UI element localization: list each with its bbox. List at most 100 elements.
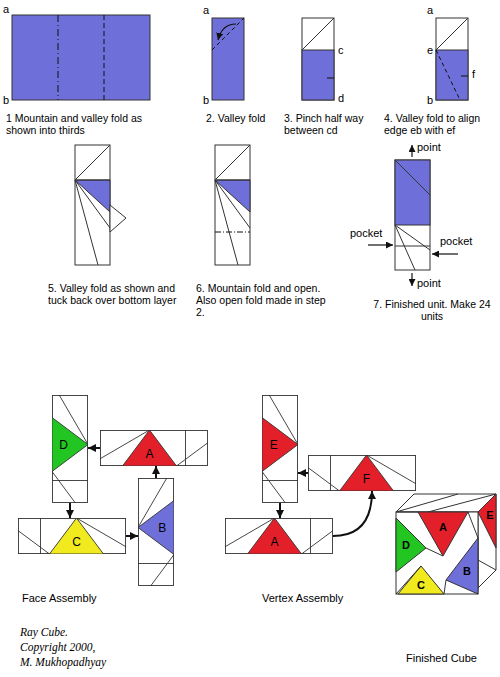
- unit-shape: [59, 395, 88, 445]
- unit-shape: [262, 480, 298, 481]
- step-caption: 7. Finished unit. Make 24 units: [372, 298, 492, 322]
- unit-shape: [302, 531, 334, 554]
- copyright-line: Ray Cube.: [20, 626, 68, 639]
- unit-shape: [262, 418, 298, 472]
- step-caption: 5. Valley fold as shown and tuck back ov…: [48, 282, 180, 306]
- unit-shape: [308, 455, 416, 491]
- finished-cube: [478, 560, 496, 570]
- cube-letter: B: [463, 566, 471, 577]
- step-6-strip: [215, 180, 250, 212]
- step-4-strip: [436, 18, 468, 100]
- finished-unit: [411, 273, 412, 286]
- step-3-strip: [302, 18, 334, 50]
- unit-shape: [50, 518, 104, 554]
- unit-shape: [225, 518, 275, 547]
- step-6-strip: [215, 145, 250, 265]
- finished-unit: [395, 160, 430, 270]
- unit-shape: [52, 395, 88, 503]
- finished-cube: [426, 548, 443, 556]
- cube-title: Finished Cube: [406, 652, 477, 665]
- unit-shape: [138, 501, 174, 555]
- step-caption: 1 Mountain and valley fold as shown into…: [6, 112, 156, 136]
- step-4-strip: [436, 18, 468, 50]
- pocket-label: pocket: [350, 227, 382, 240]
- unit-shape: [18, 518, 125, 553]
- cube-letter: A: [439, 522, 447, 533]
- unit-shape: [100, 430, 208, 466]
- step-2-strip: [212, 18, 244, 100]
- step-caption: 3. Pinch half way between cd: [284, 112, 380, 136]
- finished-cube: [478, 494, 496, 548]
- point-label: point: [417, 277, 441, 290]
- corner-letter: a: [3, 3, 9, 16]
- unit-shape: [77, 518, 127, 547]
- corner-letter: b: [3, 94, 9, 107]
- unit-shape: [138, 478, 173, 585]
- cube-letter: E: [486, 510, 493, 521]
- pocket-label: pocket: [440, 235, 472, 248]
- unit-shape: [308, 455, 415, 490]
- corner-letter: a: [203, 4, 209, 17]
- unit-letter: E: [270, 439, 278, 451]
- step-1-paper: [104, 15, 105, 100]
- unit-shape: [52, 418, 88, 472]
- step-5-strip: [75, 180, 98, 265]
- unit-shape: [100, 430, 208, 466]
- step-5-strip: [75, 145, 110, 265]
- finished-cube: [478, 494, 496, 588]
- finished-unit: [395, 160, 430, 195]
- step-2-strip: [218, 24, 236, 40]
- unit-shape: [340, 455, 394, 491]
- unit-shape: [177, 443, 209, 466]
- unit-shape: [262, 472, 285, 504]
- corner-letter: f: [472, 68, 475, 81]
- step-4-strip: [436, 50, 468, 100]
- finished-unit: [432, 253, 458, 254]
- unit-e: E: [262, 395, 298, 503]
- step-3-strip: [327, 78, 334, 79]
- finished-unit: [368, 145, 458, 286]
- unit-shape: [138, 478, 167, 528]
- finished-cube: [398, 566, 444, 594]
- copyright-line: Copyright 2000,: [20, 641, 95, 654]
- unit-shape: [40, 518, 41, 554]
- unit-shape: [308, 455, 416, 491]
- unit-shape: [225, 518, 332, 553]
- step-1-paper: [58, 15, 59, 100]
- step-5-strip: [75, 145, 126, 265]
- unit-shape: [308, 468, 340, 491]
- step-2-strip: [212, 18, 244, 100]
- assembly-arrow: [279, 503, 281, 518]
- step-caption: 4. Valley fold to align edge eb with ef: [384, 112, 496, 136]
- corner-letter: c: [338, 44, 344, 57]
- unit-shape: [52, 395, 88, 503]
- step-3-strip: [302, 50, 334, 100]
- finished-cube: [396, 512, 478, 594]
- step-5-strip: [75, 145, 110, 180]
- finished-cube: [396, 494, 458, 512]
- step-3-strip: [302, 18, 334, 100]
- finished-unit: [395, 160, 430, 225]
- step-caption: 2. Valley fold: [206, 112, 286, 124]
- unit-letter: D: [59, 439, 68, 451]
- unit-shape: [138, 478, 174, 586]
- corner-letter: e: [427, 44, 433, 57]
- unit-shape: [262, 395, 298, 503]
- assembly-arrow: [69, 503, 71, 518]
- unit-shape: [248, 518, 302, 554]
- unit-shape: [262, 395, 297, 502]
- corner-letter: b: [203, 94, 209, 107]
- unit-shape: [100, 430, 207, 465]
- assembly-arrow: [298, 472, 308, 474]
- unit-shape: [18, 518, 126, 554]
- assembly-arrow: [88, 447, 100, 449]
- assembly-arrow: [333, 491, 372, 536]
- corner-letter: a: [427, 4, 433, 17]
- assembly-title: Face Assembly: [22, 592, 97, 605]
- unit-shape: [225, 518, 333, 554]
- unit-shape: [269, 395, 298, 445]
- unit-shape: [310, 518, 311, 554]
- unit-shape: [100, 430, 150, 459]
